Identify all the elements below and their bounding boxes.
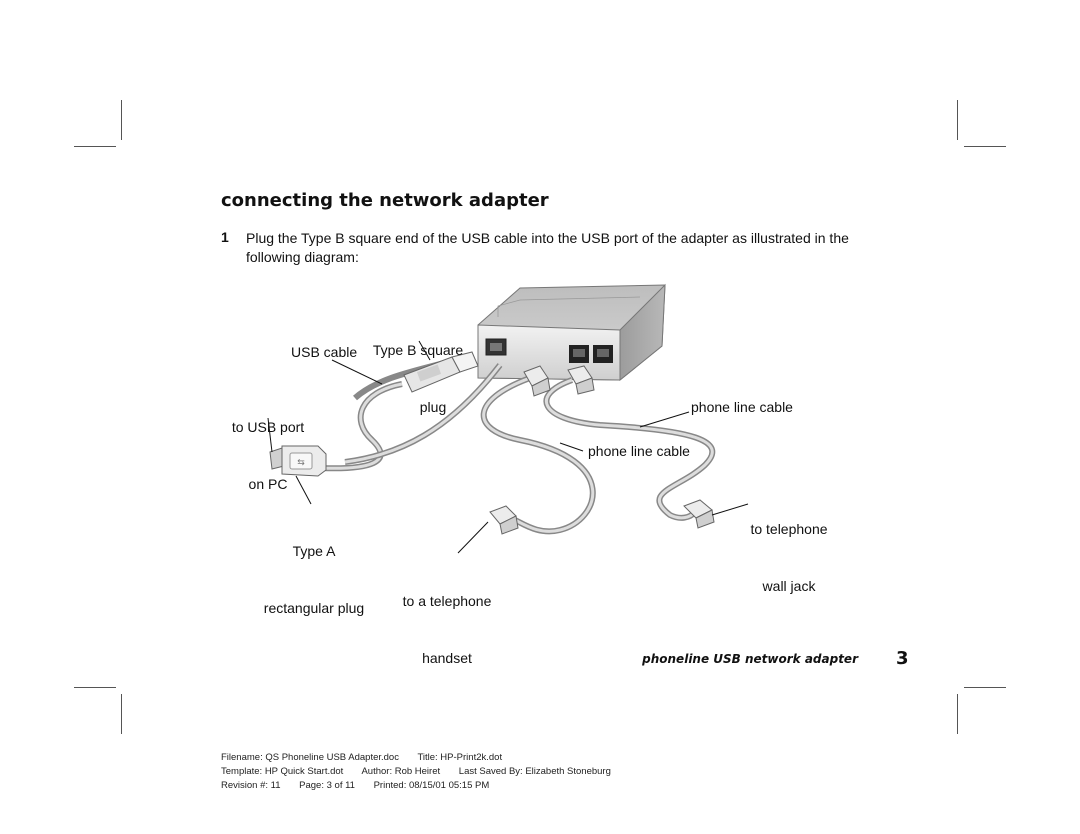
label-handset: to a telephone handset: [402, 593, 492, 666]
running-title: phoneline USB network adapter: [642, 652, 858, 666]
crop-mark: [121, 100, 122, 140]
label-phone-line-cable-1: phone line cable: [691, 399, 793, 415]
rj11-plug-wall: [683, 499, 715, 529]
revision: Revision #: 11: [221, 780, 281, 791]
phone-cable-wall: [543, 377, 716, 521]
crop-mark: [74, 146, 116, 147]
type-b-plug: [403, 351, 479, 393]
crop-mark: [964, 687, 1006, 688]
author: Author: Rob Heiret: [361, 766, 441, 777]
filename: Filename: QS Phoneline USB Adapter.doc: [221, 752, 399, 763]
step-instruction: Plug the Type B square end of the USB ca…: [246, 230, 849, 265]
doc-title: Title: HP-Print2k.dot: [417, 752, 503, 763]
template: Template: HP Quick Start.dot: [221, 766, 344, 777]
section-heading: connecting the network adapter: [221, 190, 549, 211]
document-info-line-1: Filename: QS Phoneline USB Adapter.doc T…: [221, 751, 518, 765]
rj11-plug-handset: [489, 505, 519, 535]
usb-cable: [319, 354, 503, 472]
crop-mark: [964, 146, 1006, 147]
phone-cable-handset: [480, 375, 596, 535]
label-usb-port: to USB port on PC: [231, 419, 305, 492]
type-a-plug: ⇆: [269, 445, 327, 477]
network-adapter: [477, 283, 666, 382]
rj11-plug-adapter-2: [567, 365, 595, 395]
callout-lines: [267, 340, 749, 554]
label-type-b: Type B square plug: [372, 342, 464, 415]
label-phone-line-cable-2: phone line cable: [588, 443, 690, 459]
crop-mark: [957, 100, 958, 140]
crop-mark: [74, 687, 116, 688]
svg-text:⇆: ⇆: [297, 458, 305, 468]
label-usb-cable: USB cable: [291, 344, 358, 360]
printed: Printed: 08/15/01 05:15 PM: [373, 780, 490, 791]
step-number: 1: [221, 229, 229, 245]
page-count: Page: 3 of 11: [299, 780, 355, 791]
last-saved: Last Saved By: Elizabeth Stoneburg: [458, 766, 611, 777]
label-type-a: Type A rectangular plug: [263, 543, 365, 616]
crop-mark: [121, 694, 122, 734]
document-info-line-3: Revision #: 11 Page: 3 of 11 Printed: 08…: [221, 779, 505, 793]
label-wall-jack: to telephone wall jack: [750, 521, 828, 594]
rj11-plug-adapter-1: [523, 365, 551, 397]
page-number: 3: [896, 648, 909, 669]
document-info-line-2: Template: HP Quick Start.dot Author: Rob…: [221, 765, 627, 779]
crop-mark: [957, 694, 958, 734]
